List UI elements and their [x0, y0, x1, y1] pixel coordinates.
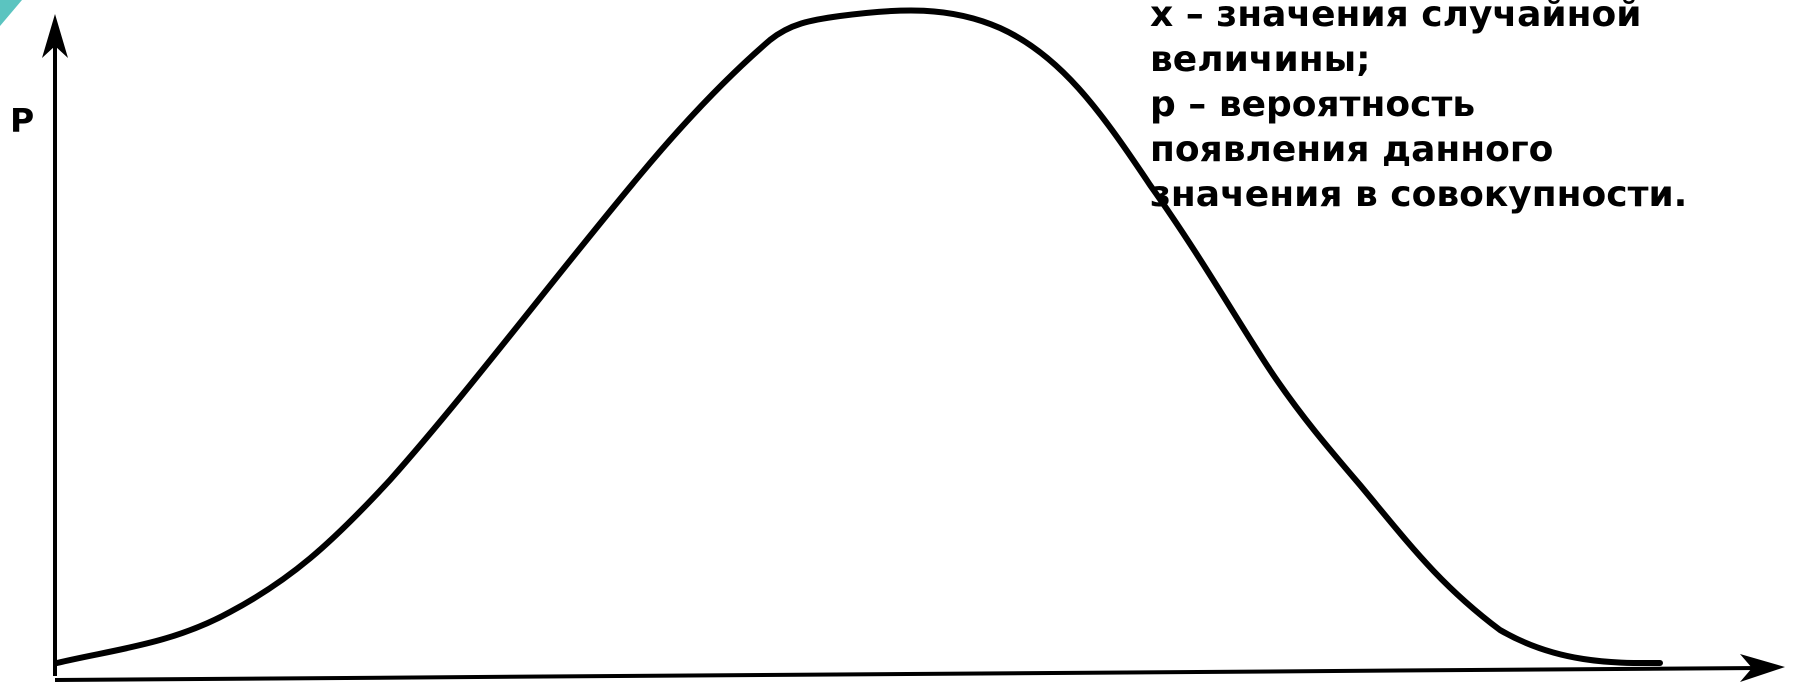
corner-accent — [0, 0, 22, 26]
legend-line-3: р – вероятность — [1150, 84, 1476, 125]
y-axis-label: P — [10, 101, 35, 140]
y-axis-arrowhead — [42, 14, 68, 58]
legend-line-1: x – значения случайной — [1150, 0, 1642, 35]
legend-text: x – значения случайной величины; р – вер… — [1150, 0, 1687, 217]
distribution-curve — [54, 7, 1663, 667]
legend-line-4: появления данного — [1150, 129, 1554, 170]
legend-line-5: значения в совокупности. — [1150, 174, 1688, 215]
x-axis-arrowhead — [1740, 654, 1785, 682]
x-axis-line — [54, 666, 1761, 682]
legend-line-2: величины; — [1150, 39, 1371, 80]
